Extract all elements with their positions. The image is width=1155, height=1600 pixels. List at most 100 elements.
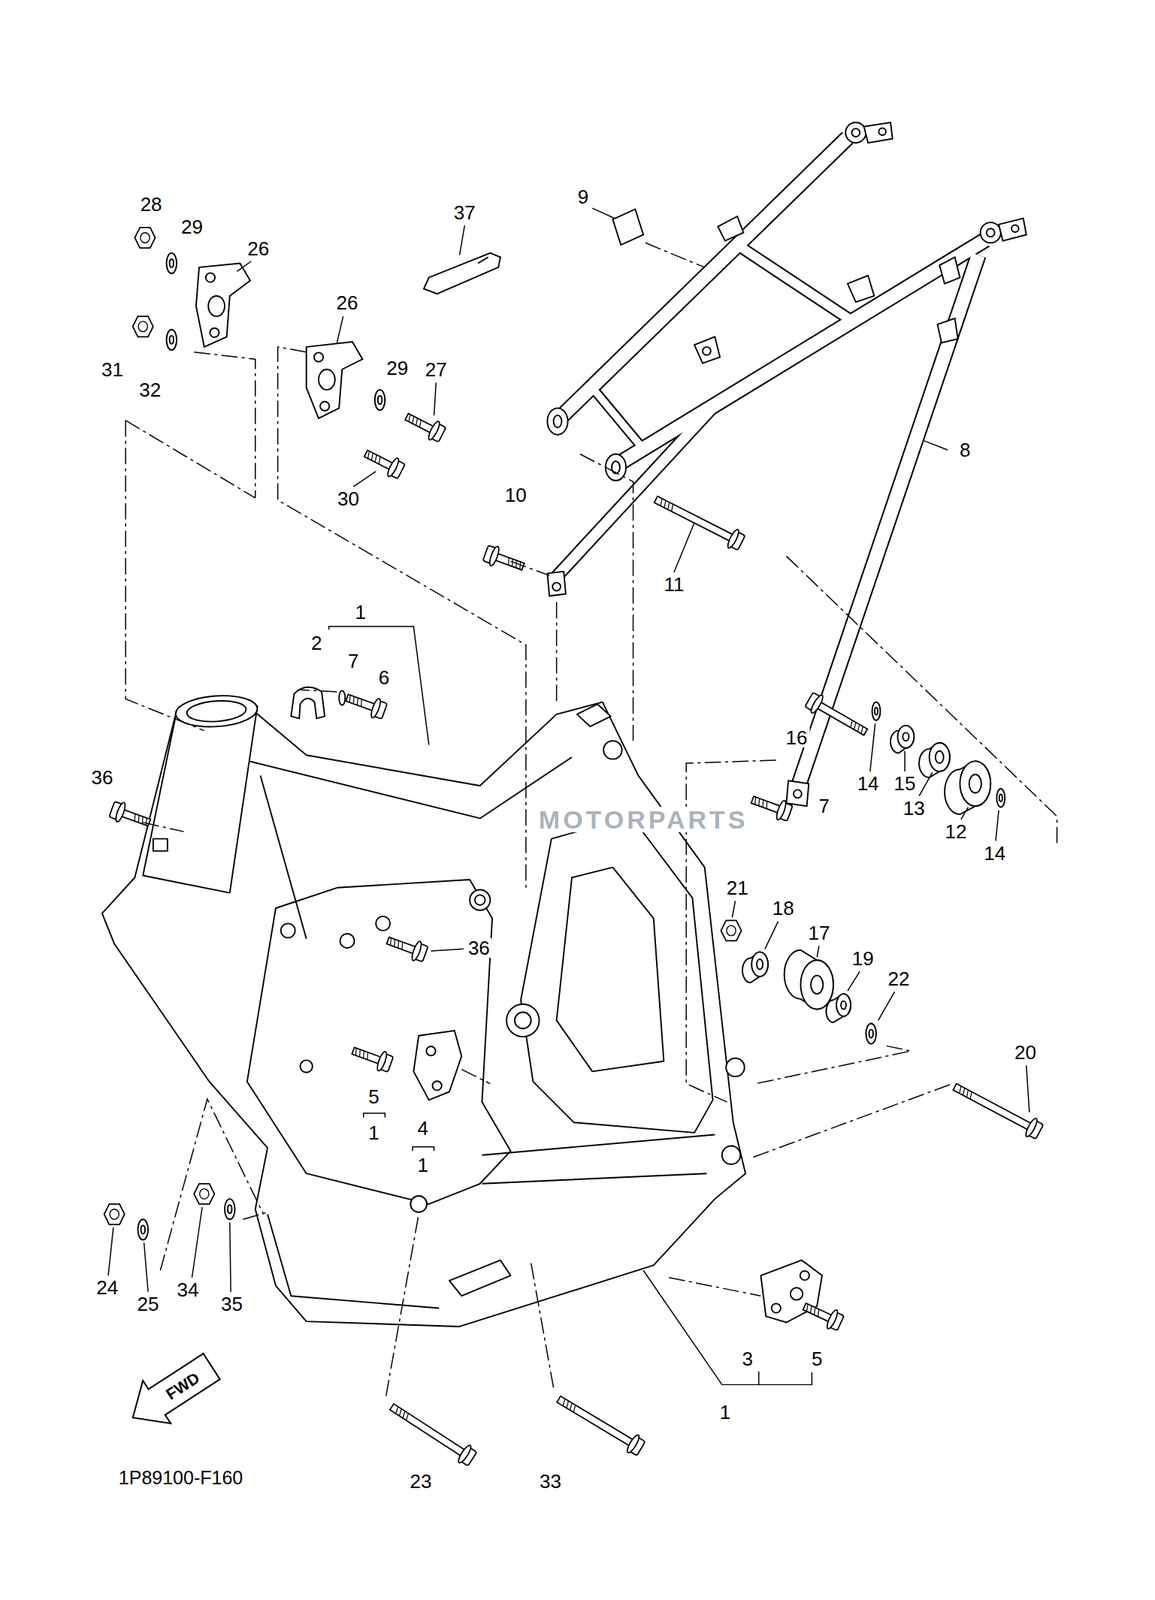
leader-lines: [764, 922, 779, 950]
subframe: [702, 347, 711, 356]
alignment-lines: [531, 1263, 554, 1389]
callout-number: 11: [661, 574, 687, 595]
small-parts: [868, 1030, 873, 1039]
leader-lines: [329, 626, 430, 746]
callout-number: 7: [345, 651, 361, 672]
leader-lines: [144, 1243, 149, 1293]
callout-number: 9: [575, 187, 591, 207]
forward-arrow: [118, 1345, 226, 1440]
small-parts: [413, 1031, 462, 1101]
subframe: [937, 318, 959, 344]
subframe: [556, 405, 716, 577]
subframe: [553, 415, 563, 428]
callout-number: 20: [1012, 1043, 1039, 1063]
callout-number: 3: [740, 1349, 756, 1370]
small-parts: [969, 774, 982, 793]
fasteners: [720, 920, 741, 941]
small-parts: [872, 702, 881, 721]
leader-lines: [229, 1222, 231, 1292]
leader-lines: [919, 772, 933, 796]
callout-number: 35: [218, 1294, 245, 1315]
subframe: [592, 387, 644, 450]
leader-lines: [459, 225, 466, 255]
alignment-lines: [125, 420, 256, 499]
alignment-lines: [461, 1070, 490, 1085]
alignment-lines: [668, 1278, 761, 1297]
diagram-code: 1P89100-F160: [116, 1468, 245, 1488]
leader-lines: [353, 471, 376, 487]
main-frame: [281, 923, 296, 938]
small-parts: [836, 994, 851, 1017]
fasteners: [134, 227, 155, 248]
subframe: [559, 137, 848, 419]
small-parts: [227, 1205, 232, 1214]
main-frame: [725, 1058, 744, 1077]
callout-number: 29: [383, 358, 411, 378]
small-parts: [374, 390, 386, 411]
leader-lines: [434, 382, 437, 415]
fasteners: [104, 1204, 125, 1225]
small-parts: [432, 1081, 442, 1091]
callout-number: 4: [414, 1118, 430, 1139]
callout-number: 26: [244, 238, 272, 259]
main-frame: [102, 693, 746, 1328]
subframe: [547, 122, 1026, 807]
small-parts: [196, 263, 251, 347]
leader-lines: [363, 1113, 386, 1118]
callout-number: 14: [981, 843, 1008, 864]
fasteners: [949, 1078, 1045, 1142]
small-parts: [929, 743, 950, 772]
callout-number: 14: [855, 774, 882, 794]
small-parts: [320, 402, 330, 412]
main-frame: [506, 1004, 539, 1038]
leader-lines: [995, 810, 999, 842]
callout-number: 31: [99, 359, 126, 380]
fasteners: [108, 799, 153, 833]
small-parts: [865, 1023, 877, 1044]
main-frame: [247, 879, 511, 1205]
subframe: [980, 222, 1001, 243]
small-parts: [306, 341, 363, 419]
small-parts: [944, 761, 991, 815]
callout-number: 15: [891, 774, 919, 794]
fasteners: [804, 690, 871, 741]
subframe: [617, 239, 986, 465]
small-parts: [919, 743, 950, 778]
subframe: [717, 216, 744, 242]
leader-lines: [336, 316, 343, 343]
small-parts: [169, 335, 174, 345]
small-parts: [890, 725, 914, 754]
leader-lines: [191, 1207, 203, 1279]
main-frame: [300, 1060, 313, 1073]
subframe: [798, 255, 979, 787]
main-frame: [142, 706, 258, 894]
callout-number: 1: [352, 602, 368, 623]
fasteners: [749, 790, 794, 824]
subframe: [556, 137, 986, 787]
callout-number: 21: [724, 878, 751, 898]
fasteners: [553, 1390, 647, 1458]
main-frame: [520, 816, 713, 1134]
callout-number: 23: [407, 1472, 434, 1492]
subframe: [556, 137, 986, 787]
small-parts: [751, 952, 768, 977]
subframe: [556, 405, 716, 577]
subframe: [592, 387, 644, 450]
callout-number: 6: [376, 668, 392, 688]
callout-number: 12: [943, 822, 970, 842]
leader-lines: [961, 807, 969, 820]
callout-number: 8: [957, 440, 973, 460]
subframe: [986, 228, 995, 237]
main-frame: [481, 1135, 715, 1185]
small-parts: [426, 1046, 436, 1056]
callout-number: 16: [783, 728, 811, 748]
subframe: [617, 239, 986, 465]
fasteners: [386, 1398, 478, 1468]
fasteners: [482, 543, 527, 577]
alignment-lines: [298, 689, 338, 693]
alignment-lines: [580, 453, 634, 741]
small-parts: [742, 952, 768, 983]
small-parts: [800, 960, 833, 1010]
small-parts: [959, 761, 991, 807]
small-parts: [318, 369, 336, 391]
